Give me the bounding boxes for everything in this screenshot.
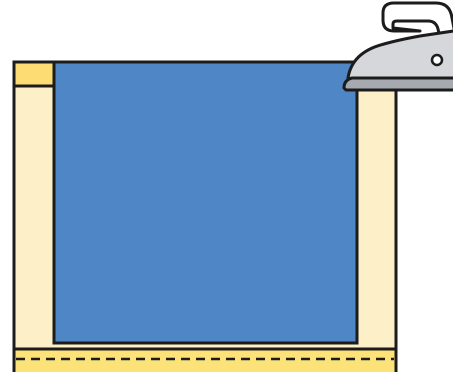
bottom-band xyxy=(14,349,396,372)
iron-icon xyxy=(344,3,453,90)
iron-soleplate xyxy=(344,78,453,90)
blue-fabric xyxy=(54,62,357,343)
iron-dial xyxy=(432,55,442,65)
corner-tab xyxy=(14,62,54,86)
